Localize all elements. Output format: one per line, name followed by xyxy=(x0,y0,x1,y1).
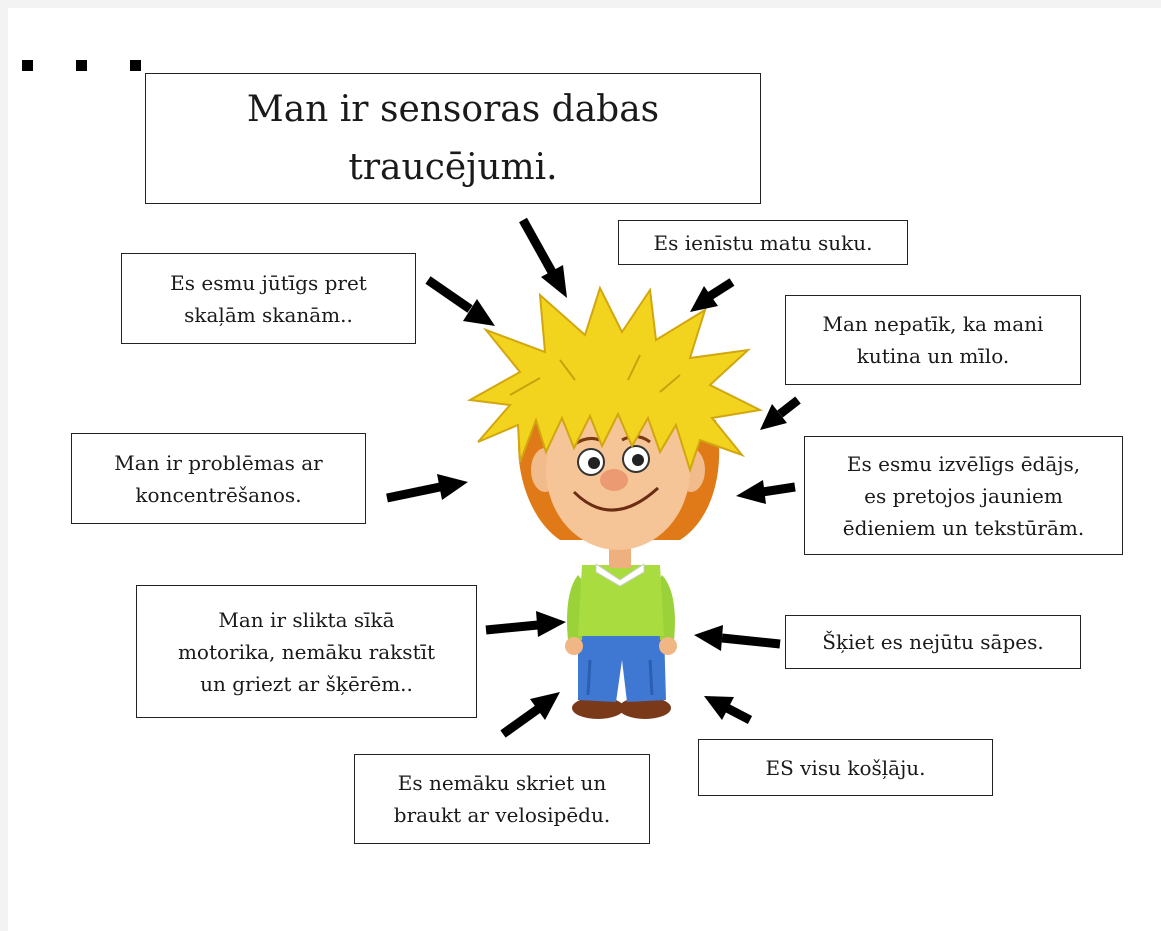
bullet-dot xyxy=(22,60,33,71)
arrow-icon xyxy=(694,625,781,651)
arrow-icon xyxy=(425,276,495,326)
note-line: Man nepatīk, ka mani xyxy=(822,312,1044,336)
note-running-cycling: Es nemāku skriet un braukt ar velosipēdu… xyxy=(354,754,650,844)
note-line: Man ir slikta sīkā xyxy=(218,607,395,632)
note-line: Es esmu jūtīgs pret xyxy=(170,270,367,295)
note-tickling: Man nepatīk, ka mani kutina un mīlo. xyxy=(785,295,1081,385)
note-line: braukt ar velosipēdu. xyxy=(393,803,611,827)
arrow-icon xyxy=(519,217,567,298)
arrow-icon xyxy=(500,692,560,738)
note-concentration: Man ir problēmas ar koncentrēšanos. xyxy=(71,433,366,524)
note-line: ēdieniem un tekstūrām. xyxy=(842,515,1085,540)
note-line: koncentrēšanos. xyxy=(135,482,302,507)
arrow-icon xyxy=(485,611,566,637)
arrow-icon xyxy=(690,278,735,312)
note-noise-sensitivity: Es esmu jūtīgs pret skaļām skanām.. xyxy=(121,253,416,344)
note-line: kutina un mīlo. xyxy=(856,344,1010,368)
note-picky-eater: Es esmu izvēlīgs ēdājs, es pretojos jaun… xyxy=(804,436,1123,555)
note-line: skaļām skanām.. xyxy=(184,302,353,327)
note-line: Man ir problēmas ar xyxy=(114,450,323,475)
title-line: Man ir sensoras dabas xyxy=(246,88,660,130)
note-line: motorika, nemāku rakstīt xyxy=(177,639,436,664)
note-fine-motor: Man ir slikta sīkā motorika, nemāku raks… xyxy=(136,585,477,718)
note-line: Es esmu izvēlīgs ēdājs, xyxy=(846,451,1081,476)
arrow-icon xyxy=(704,696,753,724)
note-line: Es ienīstu matu suku. xyxy=(653,230,873,255)
note-chewing: ES visu košļāju. xyxy=(698,739,993,796)
title-box: Man ir sensoras dabas traucējumi. xyxy=(145,73,761,204)
note-pain: Šķiet es nejūtu sāpes. xyxy=(785,615,1081,669)
bullet-dot xyxy=(76,60,87,71)
note-line: un griezt ar šķērēm.. xyxy=(200,671,413,696)
arrow-icon xyxy=(386,474,468,503)
arrow-icon xyxy=(760,396,801,430)
bullet-dot xyxy=(130,60,141,71)
note-line: ES visu košļāju. xyxy=(765,755,926,780)
note-line: es pretojos jauniem xyxy=(864,483,1063,508)
arrow-icon xyxy=(736,480,796,504)
title-line: traucējumi. xyxy=(348,146,558,188)
note-line: Šķiet es nejūtu sāpes. xyxy=(822,630,1044,654)
note-hair-brush: Es ienīstu matu suku. xyxy=(618,220,908,265)
note-line: Es nemāku skriet un xyxy=(397,771,607,795)
